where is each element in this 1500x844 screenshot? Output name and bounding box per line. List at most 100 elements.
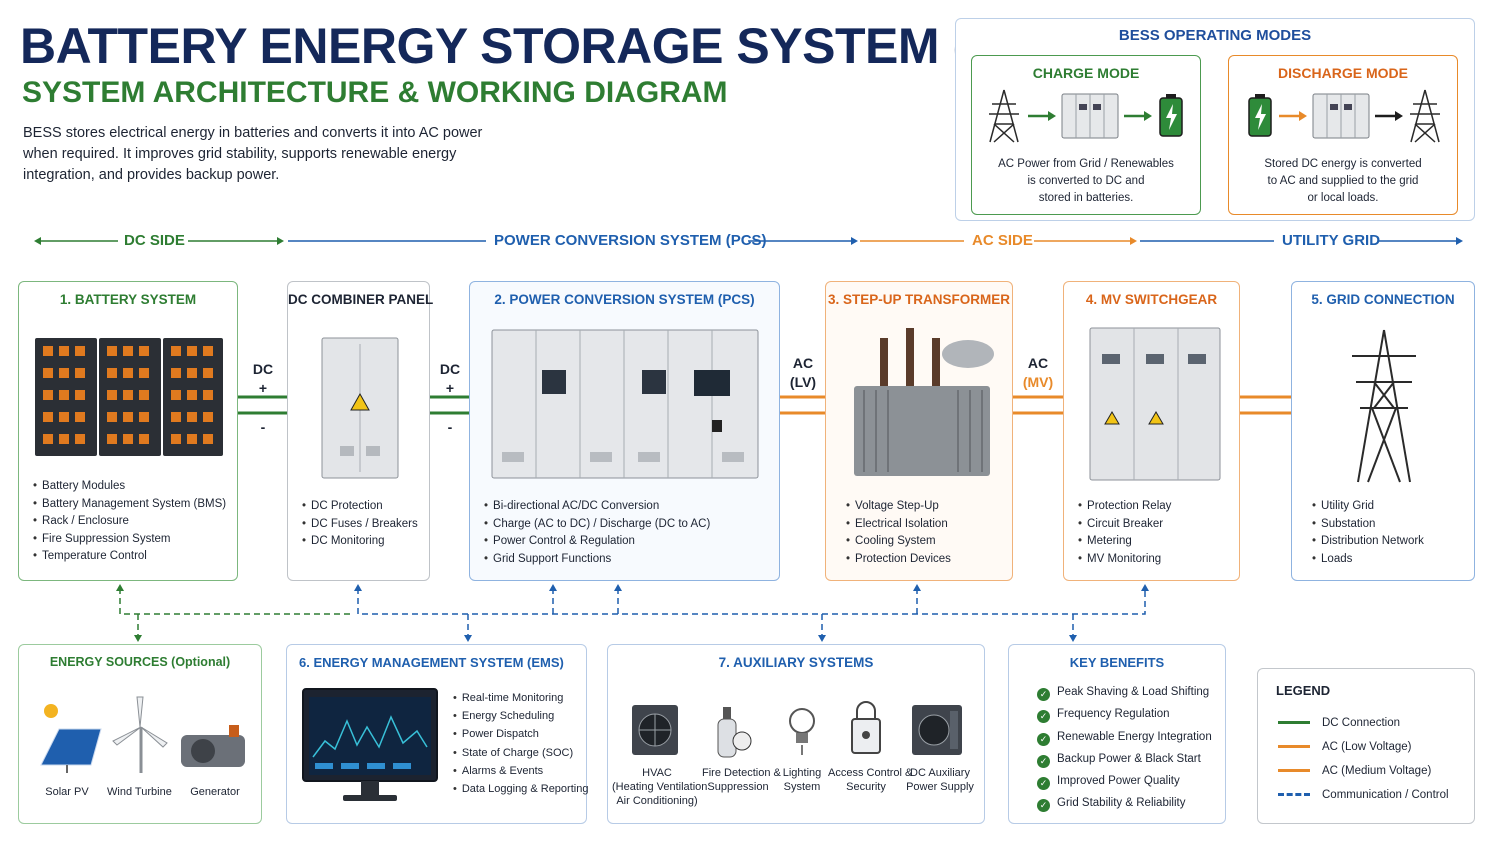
- pcs-box: 2. POWER CONVERSION SYSTEM (PCS) Bi-dire…: [469, 281, 780, 581]
- generator-icon: [181, 725, 245, 767]
- pcs-list: Bi-directional AC/DC Conversion Charge (…: [484, 498, 710, 568]
- benefit-item: ✓Frequency Regulation: [1037, 703, 1212, 725]
- arrow-right-icon: [1279, 111, 1307, 121]
- benefit-item: ✓Backup Power & Black Start: [1037, 748, 1212, 770]
- connector-dc-1: DC+: [252, 361, 274, 396]
- battery-system-list: Battery Modules Battery Management Syste…: [33, 478, 226, 566]
- band-arrows: [34, 237, 1463, 245]
- discharge-mode-title: DISCHARGE MODE: [1278, 65, 1408, 81]
- access-control-label: Access Control &Security: [828, 767, 913, 793]
- pcs-title: 2. POWER CONVERSION SYSTEM (PCS): [494, 292, 755, 307]
- discharge-mode-card: DISCHARGE MODE: [1228, 55, 1458, 215]
- check-icon: ✓: [1037, 777, 1050, 791]
- ems-list: Real-time Monitoring Energy Scheduling P…: [453, 689, 589, 798]
- access-control-icon: [851, 701, 881, 754]
- connector-dc-2: DC+: [439, 361, 461, 396]
- discharge-flow-graphic: [1248, 89, 1440, 143]
- charge-mode-card: CHARGE MODE: [971, 55, 1201, 215]
- arrow-right-icon: [1028, 111, 1056, 121]
- energy-sources-graphic: [40, 696, 245, 773]
- warning-icon: [1104, 411, 1120, 425]
- band-ac-side: AC SIDE: [972, 232, 1033, 249]
- mv-switchgear-box: 4. MV SWITCHGEAR Protection Relay Circui…: [1063, 281, 1240, 581]
- auxiliary-systems-box: 7. AUXILIARY SYSTEMS HVAC(Heating Ventil…: [607, 644, 985, 824]
- auxiliary-icons: [632, 701, 962, 758]
- ems-title: 6. ENERGY MANAGEMENT SYSTEM (EMS): [299, 655, 564, 670]
- operating-modes-title: BESS OPERATING MODES: [1118, 27, 1312, 44]
- benefit-item: ✓Improved Power Quality: [1037, 770, 1212, 792]
- transformer-list: Voltage Step-Up Electrical Isolation Coo…: [846, 498, 951, 568]
- intro-text: BESS stores electrical energy in batteri…: [23, 125, 483, 183]
- hvac-icon: [632, 705, 678, 755]
- charge-mode-desc: AC Power from Grid / Renewables is conve…: [998, 158, 1174, 204]
- battery-rack-icon: [35, 338, 223, 456]
- dc-auxiliary-icon: [912, 705, 962, 755]
- legend-item-dc: DC Connection: [1278, 711, 1449, 735]
- grid-connection-box: 5. GRID CONNECTION Utility Grid Substati…: [1291, 281, 1475, 581]
- page-subtitle: SYSTEM ARCHITECTURE & WORKING DIAGRAM: [22, 76, 728, 109]
- battery-system-title: 1. BATTERY SYSTEM: [59, 292, 197, 307]
- connector-ac-mv: AC(MV): [1022, 355, 1054, 390]
- legend-list: DC Connection AC (Low Voltage) AC (Mediu…: [1278, 711, 1449, 807]
- check-icon: ✓: [1037, 754, 1050, 768]
- cabinet-icon: [1312, 93, 1370, 139]
- dc-combiner-title: DC COMBINER PANEL: [288, 292, 434, 307]
- benefit-item: ✓Renewable Energy Integration: [1037, 726, 1212, 748]
- page-title: BATTERY ENERGY STORAGE SYSTEM (BESS): [20, 18, 1119, 74]
- combiner-panel-icon: [321, 337, 399, 479]
- operating-modes-panel: BESS OPERATING MODES CHARGE MODE: [955, 18, 1475, 221]
- auxiliary-systems-title: 7. AUXILIARY SYSTEMS: [718, 655, 874, 670]
- transformer-title: 3. STEP-UP TRANSFORMER: [827, 292, 1011, 307]
- band-dc-side: DC SIDE: [124, 232, 185, 249]
- dc-combiner-box: DC COMBINER PANEL DC Protection DC Fuses…: [287, 281, 434, 581]
- grid-connection-list: Utility Grid Substation Distribution Net…: [1312, 498, 1424, 568]
- transformer-icon: [854, 328, 994, 476]
- warning-icon: [1148, 411, 1164, 425]
- energy-sources-title: ENERGY SOURCES (Optional): [49, 655, 231, 669]
- lighting-icon: [789, 708, 815, 755]
- grid-connection-title: 5. GRID CONNECTION: [1311, 292, 1455, 307]
- band-pcs: POWER CONVERSION SYSTEM (PCS): [494, 232, 767, 249]
- key-benefits-list: ✓Peak Shaving & Load Shifting ✓Frequency…: [1037, 681, 1212, 815]
- legend-item-ac-lv: AC (Low Voltage): [1278, 735, 1449, 759]
- ems-box: 6. ENERGY MANAGEMENT SYSTEM (EMS) Real-t…: [286, 644, 589, 824]
- legend-item-communication: Communication / Control: [1278, 783, 1449, 807]
- battery-system-box: 1. BATTERY SYSTEM Battery Modules Batter…: [18, 281, 238, 581]
- cabinet-icon: [1061, 93, 1119, 139]
- benefit-item: ✓Grid Stability & Reliability: [1037, 792, 1212, 814]
- legend-box: LEGEND DC Connection AC (Low Voltage) AC…: [1257, 668, 1475, 824]
- check-icon: ✓: [1037, 710, 1050, 724]
- monitor-icon: [302, 688, 438, 801]
- connector-ac-lv: AC(LV): [789, 355, 817, 390]
- charge-flow-graphic: [989, 89, 1183, 143]
- solar-pv-icon: [40, 704, 102, 773]
- arrow-right-icon: [1124, 111, 1152, 121]
- battery-icon: [1248, 94, 1272, 137]
- discharge-mode-desc: Stored DC energy is converted to AC and …: [1264, 158, 1422, 204]
- switchgear-icon: [1089, 327, 1221, 481]
- mv-switchgear-title: 4. MV SWITCHGEAR: [1085, 292, 1218, 307]
- check-icon: ✓: [1037, 688, 1050, 701]
- key-benefits-title: KEY BENEFITS: [1069, 655, 1165, 670]
- solar-pv-label: Solar PV: [45, 786, 89, 798]
- mv-switchgear-list: Protection Relay Circuit Breaker Meterin…: [1078, 498, 1171, 568]
- arrow-right-icon: [1375, 111, 1403, 121]
- generator-label: Generator: [190, 786, 240, 798]
- pcs-cabinet-icon: [491, 329, 759, 479]
- check-icon: ✓: [1037, 732, 1050, 746]
- battery-icon: [1159, 94, 1183, 137]
- fire-extinguisher-icon: [717, 707, 752, 758]
- wind-turbine-icon: [112, 696, 168, 773]
- warning-icon: [350, 392, 370, 411]
- wind-turbine-label: Wind Turbine: [107, 786, 172, 798]
- key-benefits-box: KEY BENEFITS ✓Peak Shaving & Load Shifti…: [1008, 644, 1226, 824]
- pylon-icon: [1410, 89, 1440, 143]
- transformer-box: 3. STEP-UP TRANSFORMER Voltage Step-Up E…: [825, 281, 1013, 581]
- communication-lines: [116, 584, 1149, 642]
- energy-sources-box: ENERGY SOURCES (Optional) Solar PV Wind …: [18, 644, 262, 824]
- connector-dc-1-minus: -: [260, 419, 266, 435]
- legend-title: LEGEND: [1276, 683, 1331, 698]
